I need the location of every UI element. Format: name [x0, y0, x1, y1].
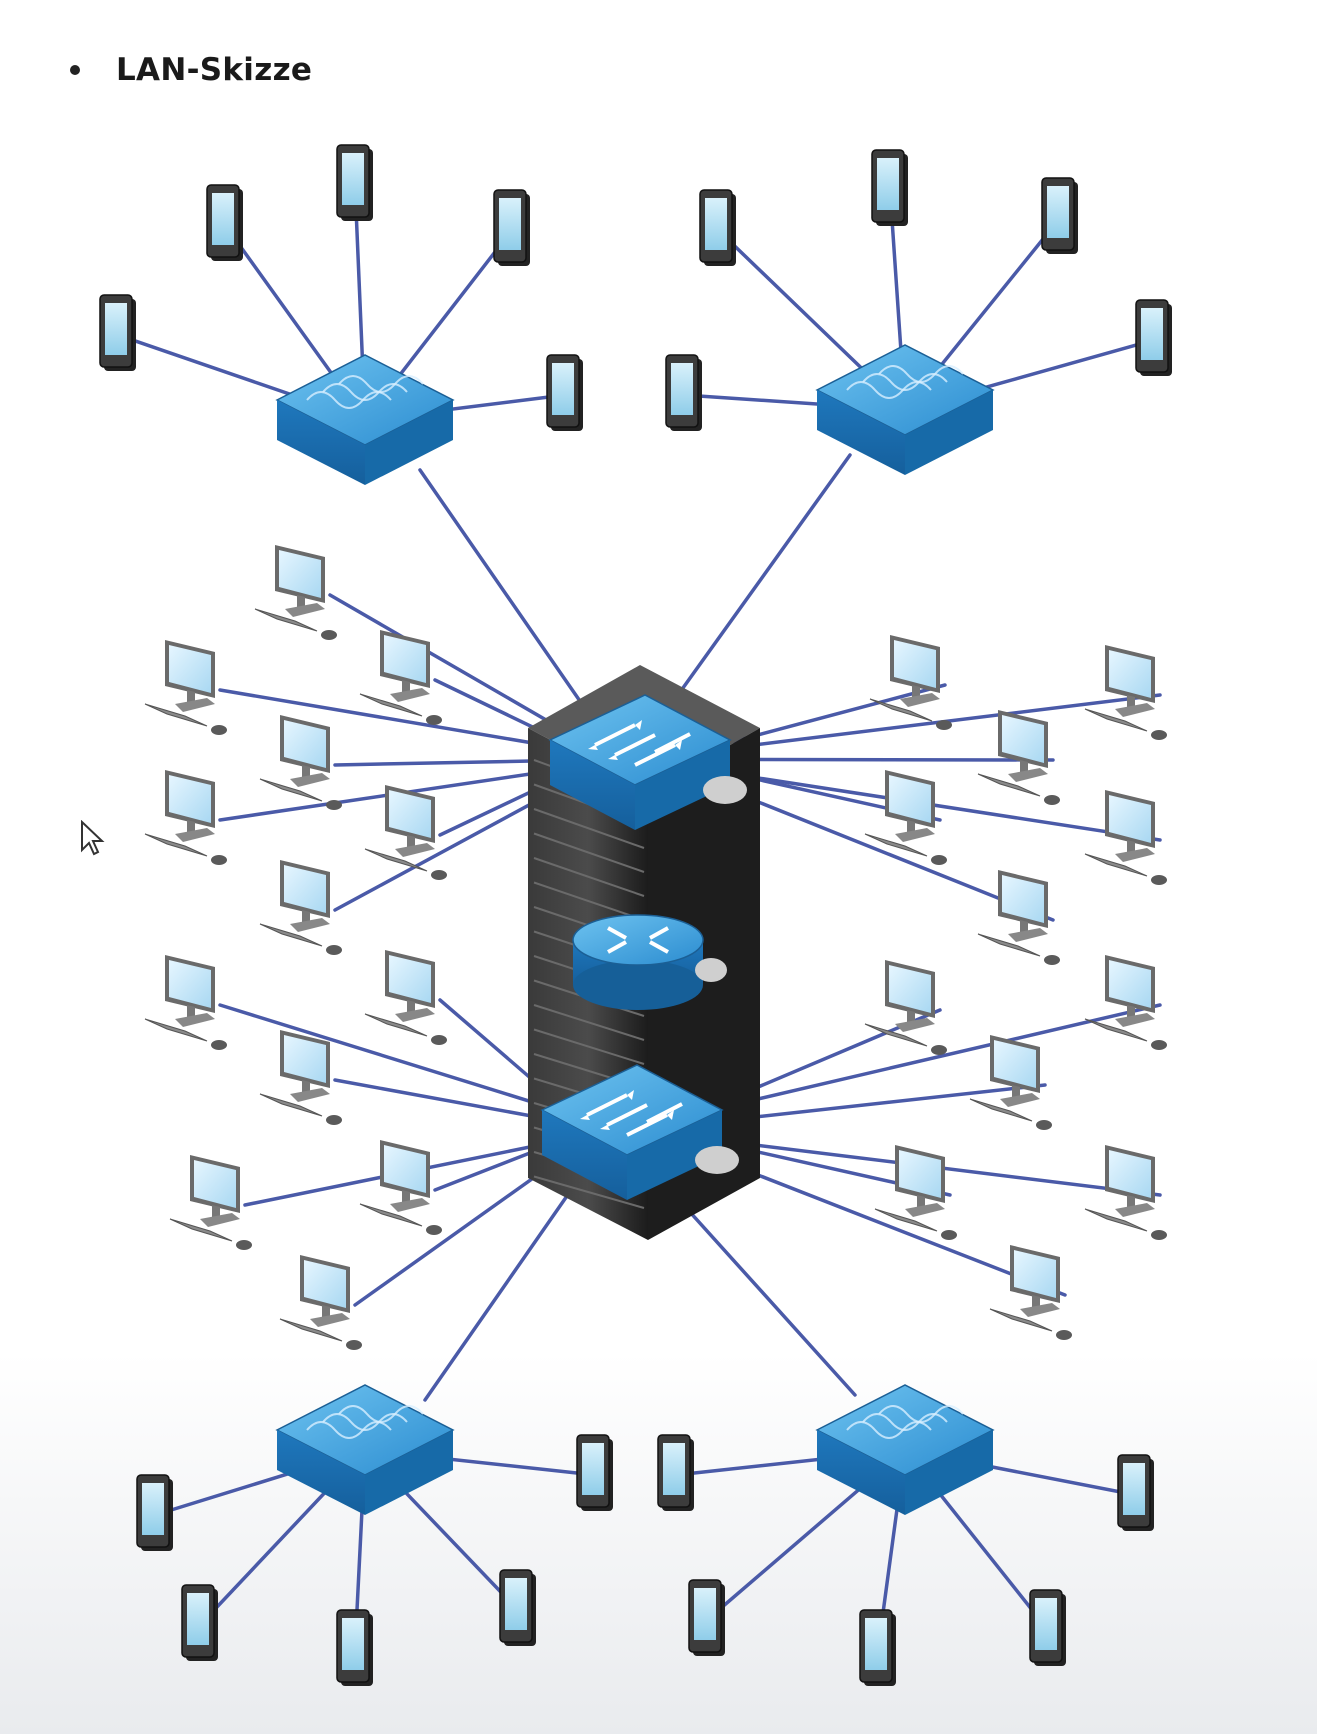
workgroup-hub-icon — [275, 1384, 455, 1515]
device-cable — [328, 593, 582, 742]
mobile-device-icon — [336, 1609, 373, 1686]
mobile-device-icon — [493, 189, 530, 266]
desktop-computer-icon — [259, 860, 342, 955]
uplink-cable — [418, 468, 602, 732]
heading: LAN-Skizze — [70, 52, 312, 88]
mobile-device-icon — [99, 294, 136, 371]
desktop-computer-icon — [279, 1255, 362, 1350]
mobile-device-icon — [859, 1609, 896, 1686]
desktop-computer-icon — [144, 955, 227, 1050]
mobile-device-icon — [336, 144, 373, 221]
uplink-cable — [423, 1158, 594, 1402]
mobile-device-icon — [546, 354, 583, 431]
network-switch-icon — [540, 1064, 739, 1200]
device-cable — [690, 1003, 1162, 1117]
bullet-point — [70, 65, 80, 75]
desktop-computer-icon — [364, 785, 447, 880]
desktop-computer-icon — [254, 545, 337, 640]
mobile-device-icon — [576, 1434, 613, 1511]
mobile-device-icon — [499, 1569, 536, 1646]
mobile-device-icon — [665, 354, 702, 431]
desktop-computer-icon — [977, 710, 1060, 805]
mobile-device-icon — [136, 1474, 173, 1551]
mobile-device-icon — [1117, 1454, 1154, 1531]
mobile-device-icon — [1029, 1589, 1066, 1666]
device-cable — [218, 1003, 574, 1117]
mobile-device-icon — [699, 189, 736, 266]
workgroup-hub-icon — [275, 354, 455, 485]
mobile-device-icon — [871, 149, 908, 226]
device-cable — [698, 693, 1162, 754]
mobile-device-icon — [688, 1579, 725, 1656]
router-icon — [572, 914, 727, 1010]
desktop-computer-icon — [1084, 645, 1167, 740]
desktop-computer-icon — [259, 715, 342, 810]
network-switch-icon — [548, 694, 747, 830]
mobile-device-icon — [657, 1434, 694, 1511]
desktop-computer-icon — [977, 870, 1060, 965]
mobile-device-icon — [1135, 299, 1172, 376]
desktop-computer-icon — [1084, 955, 1167, 1050]
desktop-computer-icon — [864, 770, 947, 865]
mobile-device-icon — [181, 1584, 218, 1661]
mobile-device-icon — [206, 184, 243, 261]
desktop-computer-icon — [359, 630, 442, 725]
workgroup-hub-icon — [815, 1384, 995, 1515]
desktop-computer-icon — [364, 950, 447, 1045]
mobile-device-icon — [1041, 177, 1078, 254]
desktop-computer-icon — [259, 1030, 342, 1125]
uplink-cable — [658, 453, 852, 722]
desktop-computer-icon — [989, 1245, 1072, 1340]
device-cable — [218, 688, 582, 753]
desktop-computer-icon — [169, 1155, 252, 1250]
page-title: LAN-Skizze — [116, 52, 313, 88]
desktop-computer-icon — [1084, 1145, 1167, 1240]
desktop-computer-icon — [869, 635, 952, 730]
desktop-computer-icon — [359, 1140, 442, 1235]
desktop-computer-icon — [969, 1035, 1052, 1130]
desktop-computer-icon — [1084, 790, 1167, 885]
desktop-computer-icon — [874, 1145, 957, 1240]
workgroup-hub-icon — [815, 344, 995, 475]
desktop-computer-icon — [144, 640, 227, 735]
desktop-computer-icon — [864, 960, 947, 1055]
desktop-computer-icon — [144, 770, 227, 865]
mouse-pointer-icon — [81, 820, 105, 856]
